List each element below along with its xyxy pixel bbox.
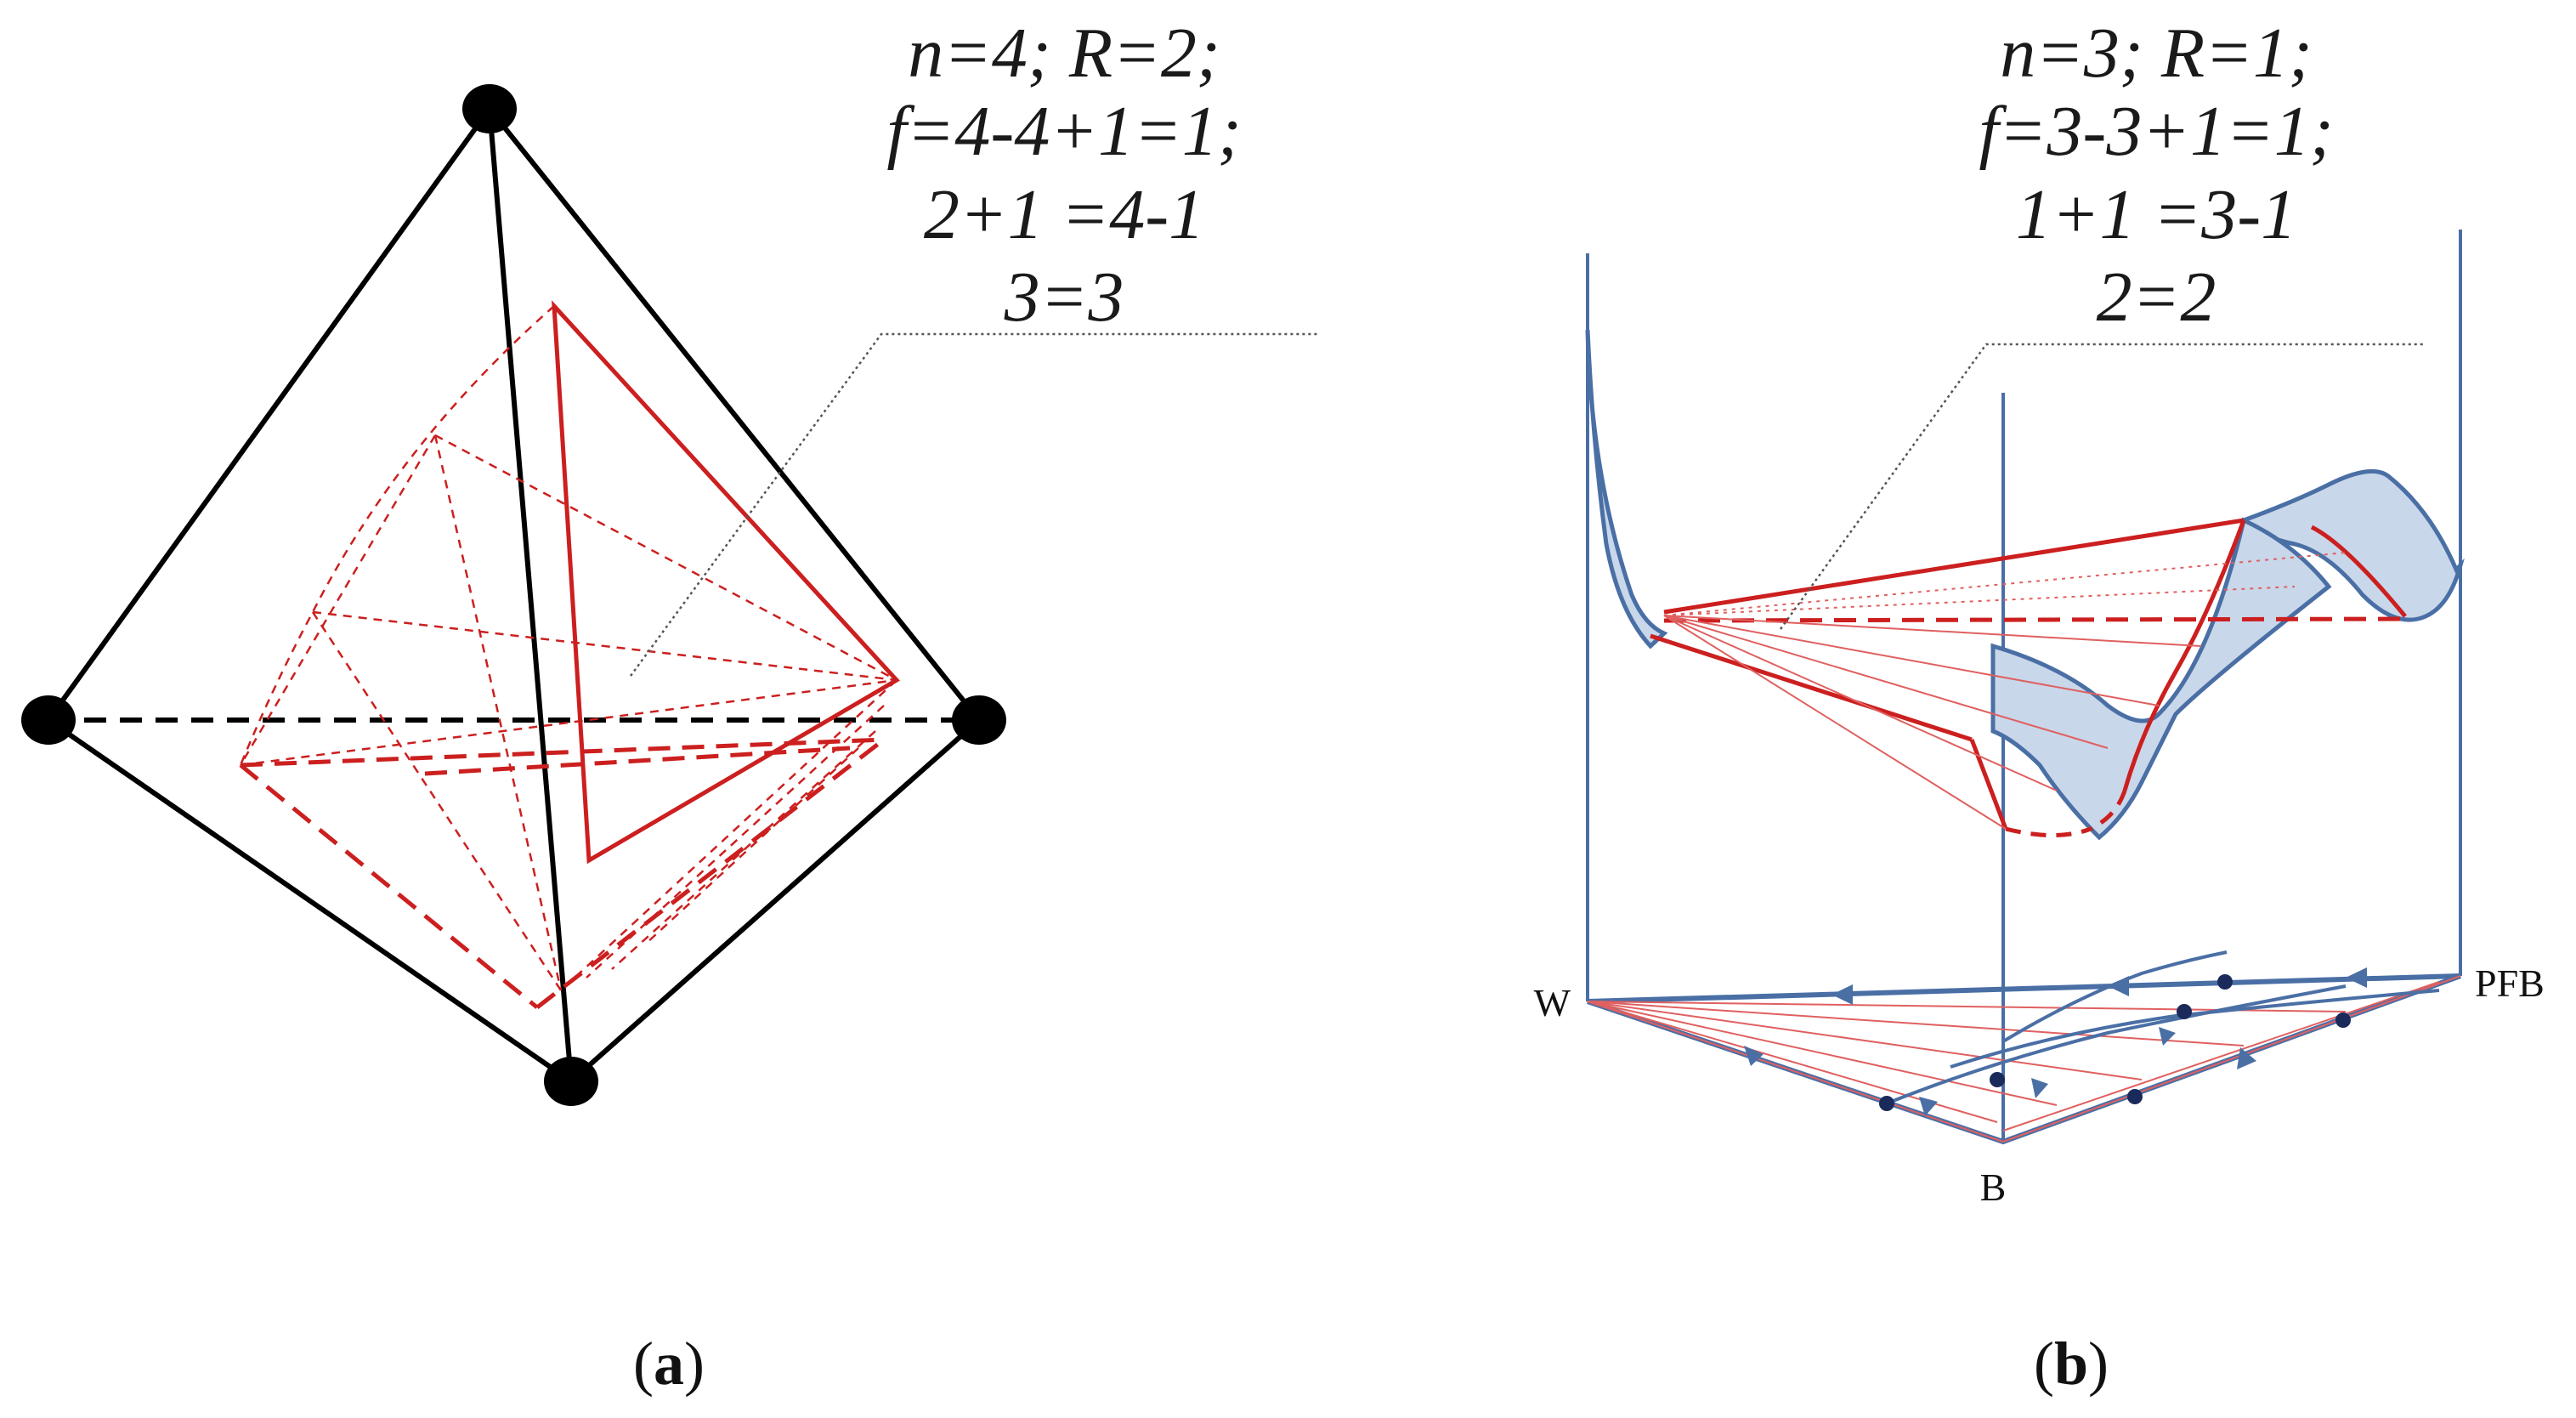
panel-b-equation-3: 1+1 =3-1 xyxy=(2016,175,2296,254)
vertex-label-w: W xyxy=(1534,981,1571,1024)
panel-b-equations: n=3; R=1; f=3-3+1=1; 1+1 =3-1 2=2 xyxy=(1979,14,2333,337)
panel-a-equation-2: f=4-4+1=1; xyxy=(886,92,1241,171)
base-node xyxy=(2217,974,2233,990)
red-solid-triangle xyxy=(552,300,900,865)
vertex-node-left xyxy=(21,695,76,745)
red-3d-tie-lines xyxy=(1663,552,2347,830)
vertex-label-pfb: PFB xyxy=(2475,961,2545,1005)
panel-a-equations: n=4; R=2; f=4-4+1=1; 2+1 =4-1 3=3 xyxy=(886,14,1241,337)
panel-a-equation-3: 2+1 =4-1 xyxy=(924,175,1204,254)
panel-a-label: (a) xyxy=(633,1330,705,1398)
panel-b-equation-2: f=3-3+1=1; xyxy=(1979,92,2333,171)
red-envelope-lines xyxy=(1650,518,2407,837)
base-node xyxy=(1879,1096,1894,1111)
blue-surfaces xyxy=(1585,329,2465,841)
base-arrowheads xyxy=(1744,967,2367,1116)
base-red-tie-lines xyxy=(1587,975,2461,1143)
panel-b-leader-line xyxy=(1779,343,2424,630)
base-node xyxy=(2177,1004,2192,1019)
panel-a-equation-4: 3=3 xyxy=(1004,258,1124,337)
right-ridge-surface xyxy=(2239,468,2465,622)
base-node xyxy=(2335,1012,2351,1028)
left-surface xyxy=(1585,329,1668,649)
panel-a-leader-line xyxy=(629,332,1319,677)
base-node xyxy=(2127,1089,2143,1104)
panel-b-label: (b) xyxy=(2034,1330,2109,1398)
red-thin-dashed-lines xyxy=(239,305,897,991)
base-nodes xyxy=(1879,974,2351,1111)
panel-b-equation-4: 2=2 xyxy=(2097,258,2216,337)
vertex-node-right xyxy=(952,695,1006,745)
base-node xyxy=(1990,1072,2005,1087)
vertex-label-b: B xyxy=(1980,1166,2007,1209)
ribbon-surface xyxy=(1990,517,2332,841)
panel-b-diagram: W PFB B n=3; R=1; f=3-3+1=1; 1+1 =3-1 2=… xyxy=(1534,14,2545,1209)
red-bold-dashed-lines xyxy=(239,737,886,1009)
panel-a-equation-1: n=4; R=2; xyxy=(908,14,1220,93)
panel-a-label-letter: a xyxy=(654,1330,684,1398)
panel-b-equation-1: n=3; R=1; xyxy=(2000,14,2313,93)
tetrahedron-vertices xyxy=(21,84,1006,1106)
panel-a-diagram: n=4; R=2; f=4-4+1=1; 2+1 =4-1 3=3 xyxy=(21,14,1319,1106)
base-blue-curves xyxy=(1886,950,2440,1105)
panel-b-label-letter: b xyxy=(2054,1330,2088,1398)
vertex-node-bottom xyxy=(544,1057,598,1106)
tetrahedron-edges xyxy=(46,107,982,1084)
vertex-node-top xyxy=(462,84,517,133)
